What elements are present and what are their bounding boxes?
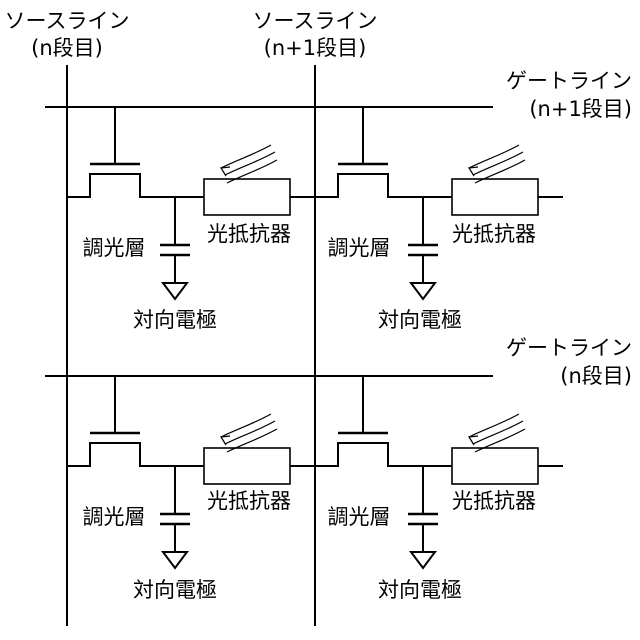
light-modulation-layer-label: 調光層 xyxy=(328,236,391,260)
source-line-label-n1: ソースライン xyxy=(253,9,378,33)
source-line-label-n: ソースライン xyxy=(5,9,130,33)
light-modulation-layer-label: 調光層 xyxy=(83,505,146,529)
source-line-stage-n1: (n+1段目) xyxy=(264,36,367,60)
gate-line-label-n1: ゲートライン xyxy=(506,69,632,93)
light-modulation-layer-label: 調光層 xyxy=(328,505,391,529)
counter-electrode-label: 対向電極 xyxy=(133,308,217,332)
gate-line-label-n: ゲートライン xyxy=(506,336,632,360)
photoresistor-label: 光抵抗器 xyxy=(207,489,291,513)
counter-electrode-label: 対向電極 xyxy=(133,578,217,602)
source-line-stage-n: (n段目) xyxy=(31,36,103,60)
gate-line-stage-n1: (n+1段目) xyxy=(529,97,632,121)
pixel-cell-top-left xyxy=(67,107,315,299)
photoresistor-label: 光抵抗器 xyxy=(452,222,536,246)
pixel-cell-top-right xyxy=(315,107,563,299)
photoresistor-label: 光抵抗器 xyxy=(452,489,536,513)
counter-electrode-label: 対向電極 xyxy=(378,308,462,332)
counter-electrode-label: 対向電極 xyxy=(378,578,462,602)
light-modulation-layer-label: 調光層 xyxy=(83,236,146,260)
pixel-cell-bottom-right xyxy=(315,376,563,568)
pixel-cell-bottom-left xyxy=(67,376,315,568)
gate-line-stage-n: (n段目) xyxy=(560,364,632,388)
photoresistor-label: 光抵抗器 xyxy=(207,222,291,246)
